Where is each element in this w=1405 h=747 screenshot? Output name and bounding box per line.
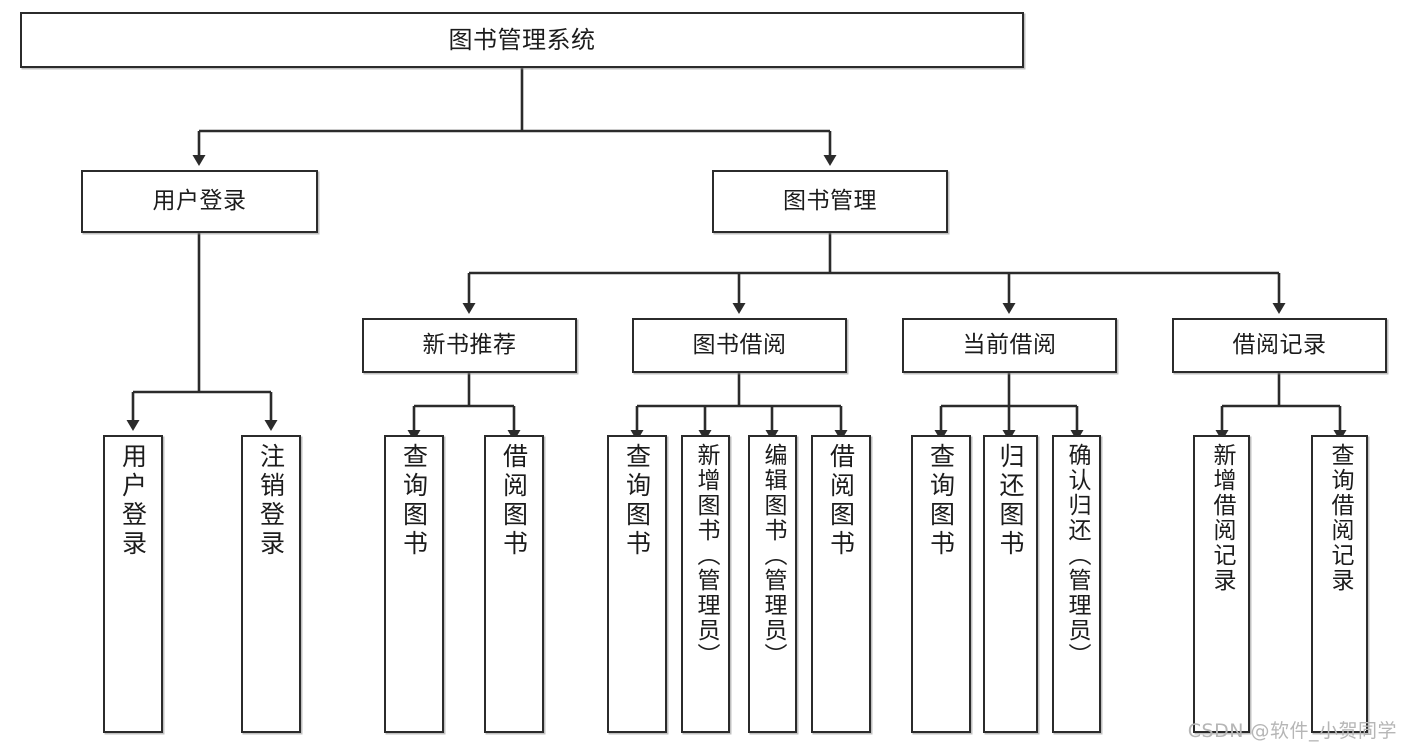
node-label: 查询图书 <box>622 443 652 559</box>
leaf-query-book-recommend[interactable]: 查询图书 <box>384 435 444 733</box>
node-label: 借阅记录 <box>1232 331 1327 358</box>
node-label: 新增图书（管理员） <box>693 443 719 668</box>
watermark-csdn: CSDN @软件_小贺同学 <box>1187 720 1397 742</box>
node-borrow-record[interactable]: 借阅记录 <box>1172 318 1387 373</box>
node-label: 用户登录 <box>152 187 247 214</box>
leaf-add-book-admin[interactable]: 新增图书（管理员） <box>681 435 730 733</box>
leaf-user-login[interactable]: 用户登录 <box>103 435 163 733</box>
node-label: 借阅图书 <box>826 443 856 559</box>
node-label: 查询图书 <box>926 443 956 559</box>
leaf-user-logout[interactable]: 注销登录 <box>241 435 301 733</box>
node-label: 当前借阅 <box>962 331 1057 358</box>
leaf-borrow-book[interactable]: 借阅图书 <box>811 435 871 733</box>
node-book-borrow[interactable]: 图书借阅 <box>632 318 847 373</box>
node-label: 借阅图书 <box>499 443 529 559</box>
node-new-book-recommend[interactable]: 新书推荐 <box>362 318 577 373</box>
node-user-login[interactable]: 用户登录 <box>81 170 318 233</box>
node-label: 用户登录 <box>118 443 148 559</box>
node-label: 图书管理系统 <box>448 25 596 54</box>
node-book-management[interactable]: 图书管理 <box>712 170 948 233</box>
leaf-borrow-book-recommend[interactable]: 借阅图书 <box>484 435 544 733</box>
node-label: 图书借阅 <box>692 331 787 358</box>
node-label: 查询图书 <box>399 443 429 559</box>
node-label: 归还图书 <box>996 443 1025 559</box>
leaf-confirm-return-admin[interactable]: 确认归还（管理员） <box>1052 435 1101 733</box>
node-root-book-management-system[interactable]: 图书管理系统 <box>20 12 1024 68</box>
node-label: 编辑图书（管理员） <box>760 443 786 668</box>
node-label: 确认归还（管理员） <box>1064 443 1090 668</box>
node-label: 注销登录 <box>256 443 286 559</box>
node-label: 新书推荐 <box>422 331 517 358</box>
leaf-edit-book-admin[interactable]: 编辑图书（管理员） <box>748 435 797 733</box>
node-label: 新增借阅记录 <box>1209 443 1235 593</box>
leaf-add-borrow-record[interactable]: 新增借阅记录 <box>1193 435 1250 733</box>
leaf-query-book-borrow[interactable]: 查询图书 <box>607 435 667 733</box>
node-current-borrow[interactable]: 当前借阅 <box>902 318 1117 373</box>
node-label: 查询借阅记录 <box>1327 443 1353 593</box>
leaf-query-borrow-record[interactable]: 查询借阅记录 <box>1311 435 1368 733</box>
leaf-return-book[interactable]: 归还图书 <box>983 435 1038 733</box>
leaf-query-book-current[interactable]: 查询图书 <box>911 435 971 733</box>
node-label: 图书管理 <box>783 187 877 214</box>
